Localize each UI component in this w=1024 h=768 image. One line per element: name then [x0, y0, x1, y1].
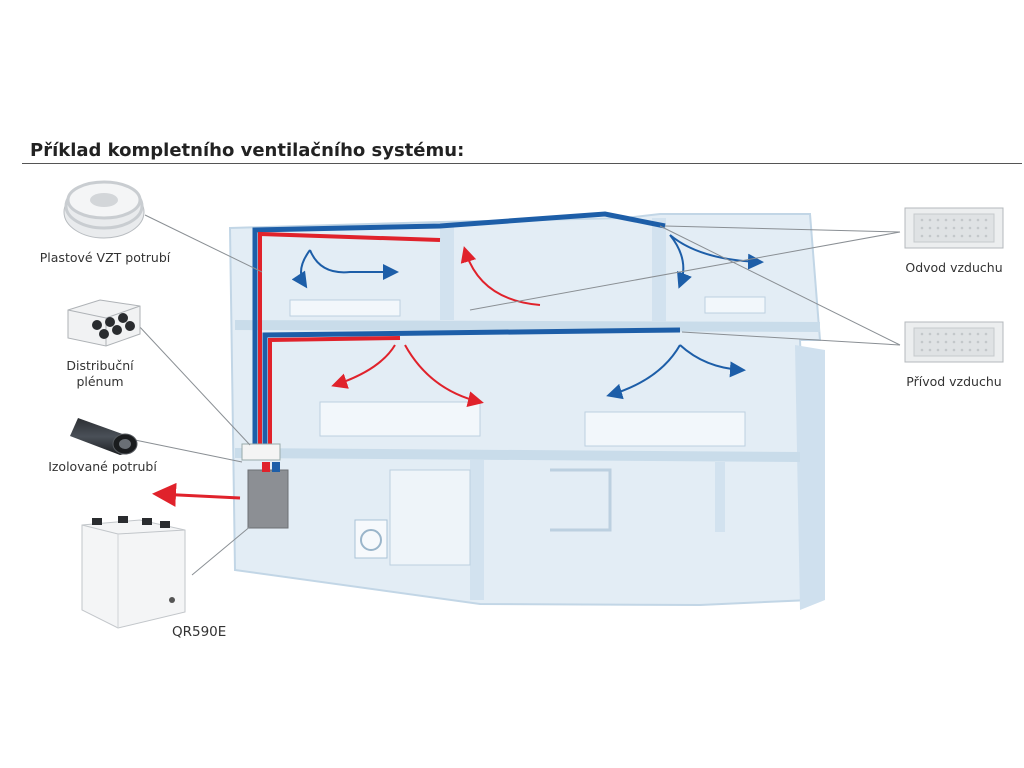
label-supply-vent: Přívod vzduchu: [906, 374, 1002, 389]
exhaust-duct-middle: [262, 327, 681, 450]
duct-network: [241, 211, 681, 529]
supply-duct-middle: [268, 336, 401, 450]
exhaust-duct-top: [252, 211, 666, 455]
supply-duct-top: [258, 231, 441, 455]
label-unit-model: QR590E: [172, 624, 227, 640]
label-plenum-line2: plénum: [76, 374, 124, 389]
title-divider: [22, 163, 1022, 164]
leader-lines: [134, 214, 901, 576]
ventilation-unit-image: [81, 516, 186, 629]
label-distribution-plenum: Distribuční plénum: [40, 358, 160, 390]
page-title: Příklad kompletního ventilačního systému…: [30, 140, 465, 161]
label-plenum-line1: Distribuční: [66, 358, 134, 373]
outdoor-exhaust-arrow: [152, 482, 241, 507]
airflow-arrows: [152, 234, 764, 507]
label-exhaust-vent: Odvod vzduchu: [905, 260, 1003, 275]
plastic-duct-coil-image: [63, 180, 145, 239]
house-cutaway: [228, 213, 825, 610]
exhaust-vent-image: [904, 207, 1004, 249]
label-plastic-duct: Plastové VZT potrubí: [39, 250, 171, 265]
supply-vent-image: [904, 321, 1004, 363]
insulated-duct-image: [70, 418, 138, 455]
plenum-box: [241, 443, 281, 461]
unit-in-house: [247, 469, 289, 529]
distribution-plenum-image: [67, 299, 141, 347]
label-insulated-duct: Izolované potrubí: [48, 459, 157, 474]
